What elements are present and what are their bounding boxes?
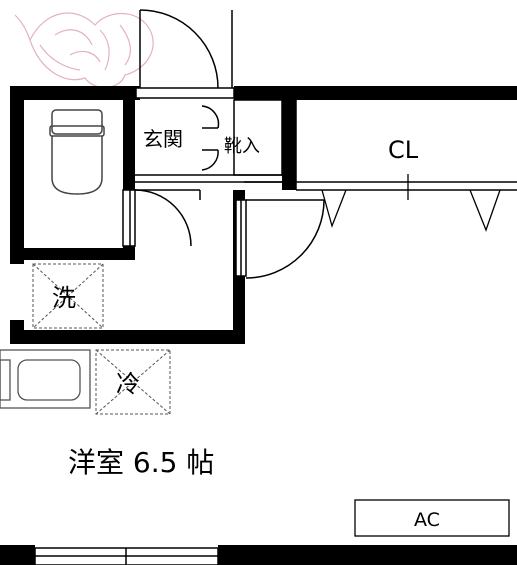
label-shoe-storage: 靴入 [224, 136, 260, 157]
label-main-room: 洋室 6.5 帖 [68, 446, 214, 479]
toilet-icon [49, 109, 105, 195]
label-fridge: 冷 [116, 370, 140, 398]
label-washer: 洗 [52, 284, 76, 312]
logo-flower-icon [14, 12, 154, 88]
shoe-storage-door [201, 99, 283, 176]
label-air-conditioner: AC [414, 509, 440, 531]
washer-space [32, 263, 104, 329]
entrance-door [135, 9, 235, 99]
partitions [34, 100, 517, 565]
fridge-space [95, 349, 171, 415]
label-closet: CL [388, 136, 419, 164]
walls [0, 86, 517, 565]
label-entrance: 玄関 [143, 127, 183, 151]
bathtub-icon [0, 349, 91, 409]
toilet-door [122, 189, 201, 247]
closet-doors [321, 174, 501, 232]
air-conditioner-unit [354, 499, 510, 537]
room-door-swing-icon [235, 199, 325, 279]
